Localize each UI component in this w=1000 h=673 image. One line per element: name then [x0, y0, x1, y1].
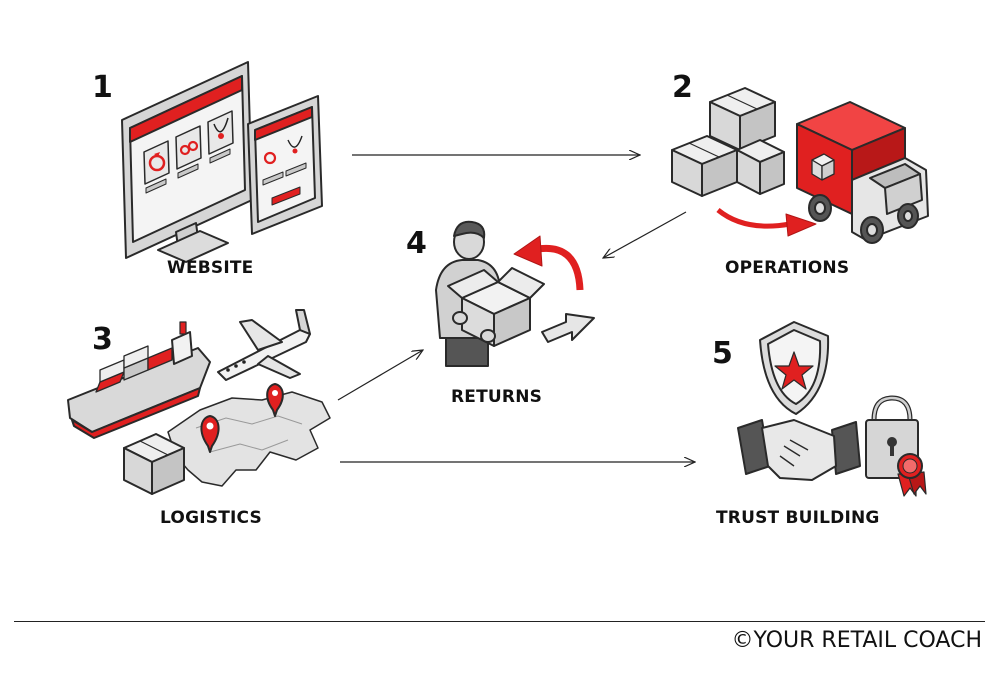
cargo-ship-icon	[67, 321, 211, 439]
step-2-number: 2	[672, 70, 693, 105]
desktop-monitor-icon	[121, 61, 253, 263]
step-3-number: 3	[92, 322, 113, 357]
ring-icon	[148, 152, 166, 172]
logistics-illustration	[67, 309, 331, 495]
shield-star-icon	[759, 321, 830, 415]
footer-divider	[14, 621, 985, 622]
location-pin-icon	[200, 383, 284, 453]
step-3-label: LOGISTICS	[160, 508, 262, 528]
arrow-operations-to-returns	[603, 211, 687, 258]
curved-arrow-icon	[716, 208, 817, 237]
arrow-logistics-to-returns	[337, 350, 423, 401]
earrings-icon	[179, 140, 199, 156]
return-arrow-icon	[513, 235, 584, 291]
delivery-truck-icon	[796, 101, 929, 244]
open-box-icon	[447, 267, 545, 347]
website-illustration	[121, 61, 323, 263]
step-5-number: 5	[712, 336, 733, 371]
step-1-label: WEBSITE	[167, 258, 254, 278]
handshake-icon	[737, 419, 861, 481]
footer-copyright: ©YOUR RETAIL COACH	[731, 628, 983, 653]
step-5-label: TRUST BUILDING	[716, 508, 880, 528]
map-icon	[167, 391, 331, 487]
step-4-label: RETURNS	[451, 387, 543, 407]
necklace-icon	[213, 117, 229, 139]
tablet-icon	[247, 95, 323, 235]
step-1-number: 1	[92, 70, 113, 105]
airplane-icon	[217, 309, 311, 381]
seal-ribbon-icon	[897, 453, 927, 497]
stacked-boxes-icon	[671, 87, 785, 197]
operations-illustration	[671, 87, 929, 244]
returns-illustration	[435, 220, 595, 367]
trust-building-illustration	[737, 321, 927, 497]
forward-arrow-icon	[541, 313, 595, 343]
step-2-label: OPERATIONS	[725, 258, 850, 278]
step-4-number: 4	[406, 226, 427, 261]
box-icon	[123, 433, 185, 495]
